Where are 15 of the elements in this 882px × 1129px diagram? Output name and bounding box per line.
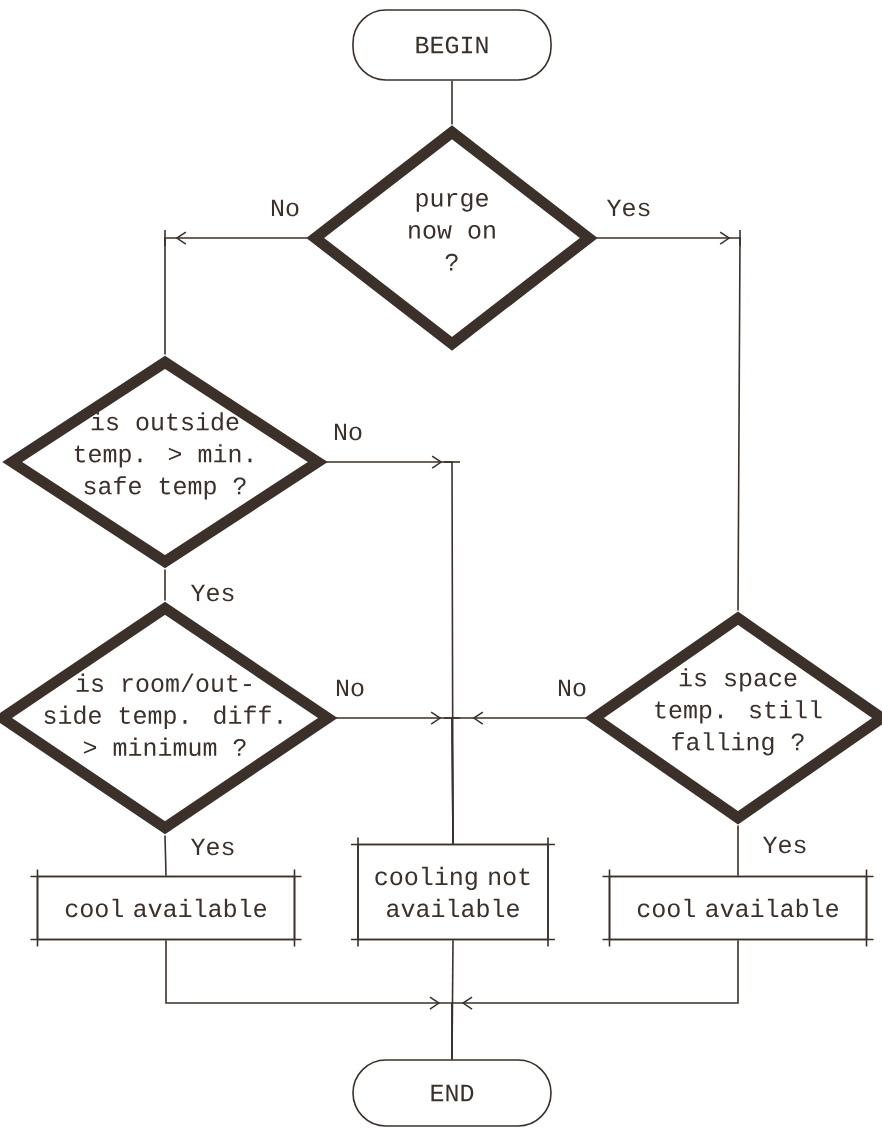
edge-label: Yes	[604, 197, 654, 219]
edge-label: Yes	[760, 834, 810, 856]
process-box: cooling not available	[350, 836, 556, 948]
edge-label: No	[331, 421, 365, 443]
edge-label: Yes	[188, 836, 238, 858]
flow-line	[451, 80, 453, 126]
flow-line	[164, 834, 167, 877]
flow-line	[737, 824, 739, 877]
process-box: cool available	[29, 868, 303, 948]
flow-line	[164, 568, 166, 602]
edge-label: Yes	[188, 582, 238, 604]
terminal-box: BEGIN	[352, 9, 552, 81]
terminal-box: END	[352, 1059, 552, 1127]
process-box: cool available	[601, 868, 875, 948]
edge-label: No	[268, 197, 302, 219]
